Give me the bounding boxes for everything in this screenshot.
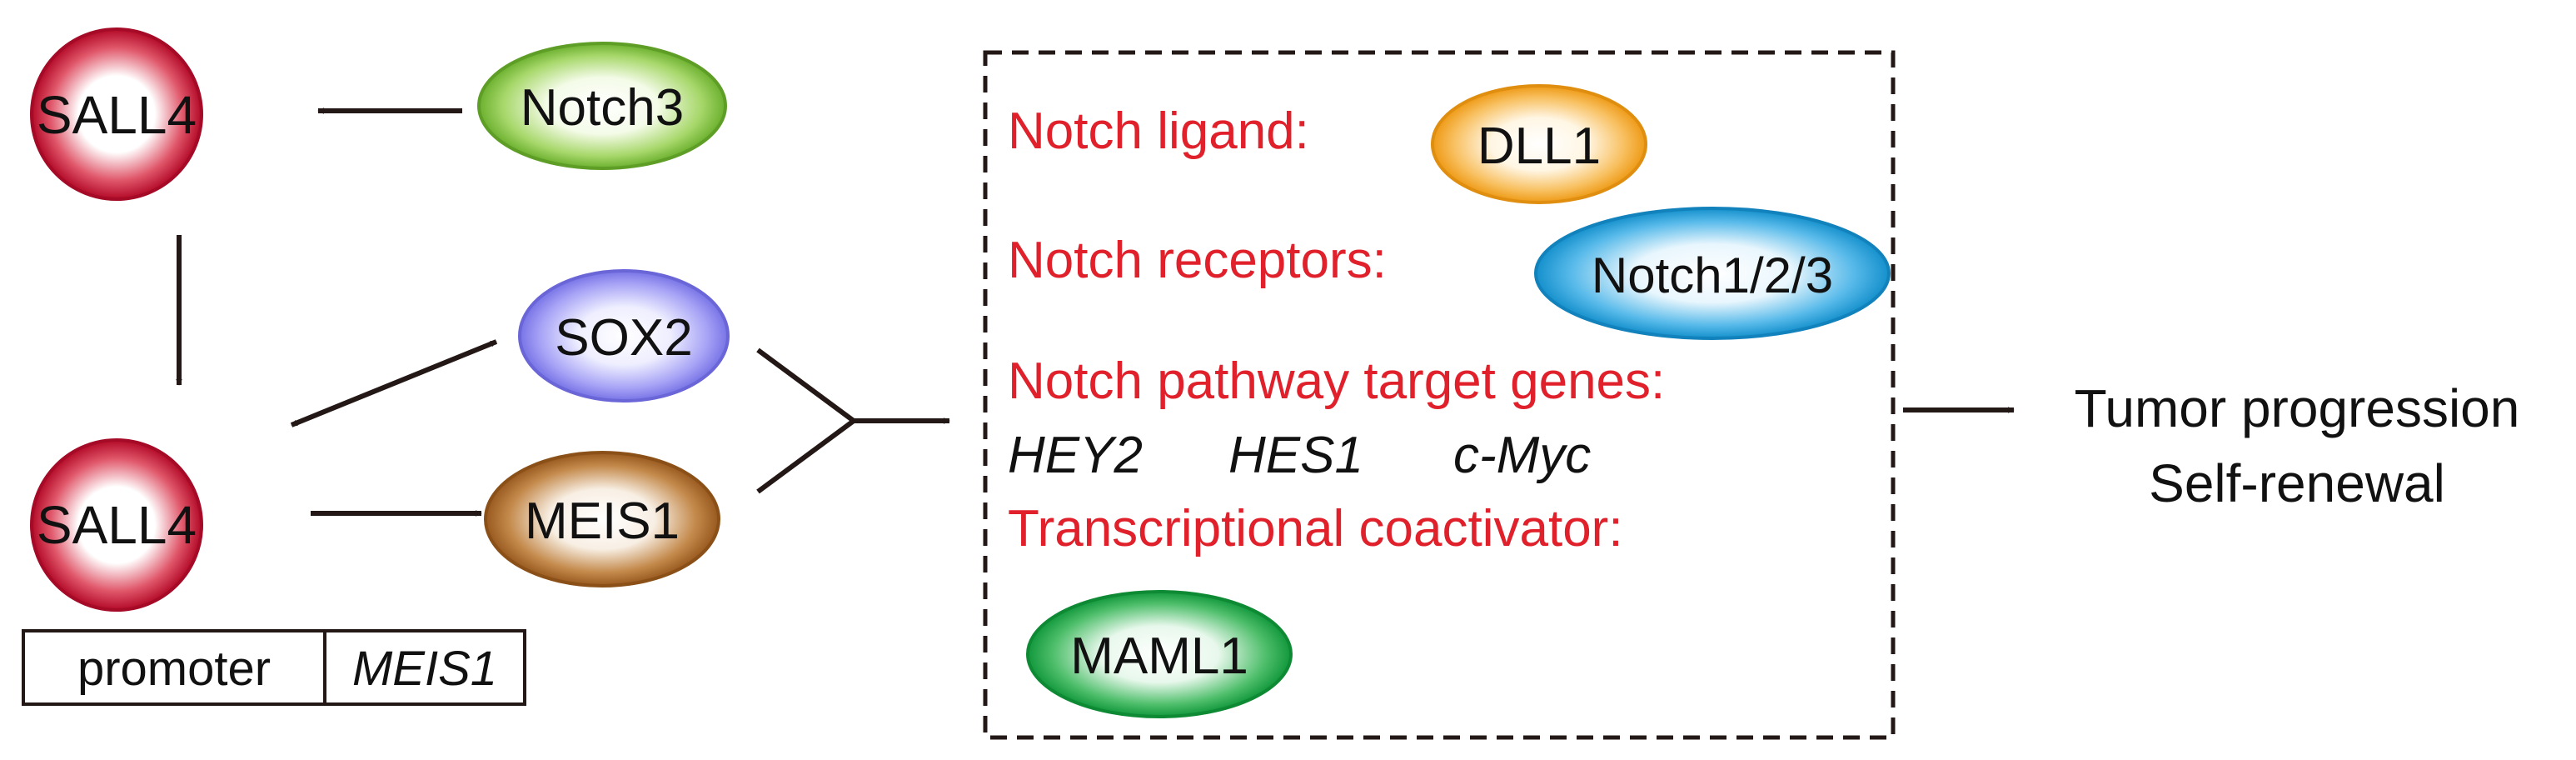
sall4-top-label: SALL4 — [37, 85, 197, 145]
notch3-label: Notch3 — [521, 79, 684, 137]
promoter-box — [22, 629, 326, 706]
target-gene-hey2: HEY2 — [1008, 427, 1143, 484]
promoter-label: promoter — [77, 642, 271, 696]
meis1-gene-label: MEIS1 — [352, 642, 497, 696]
receptors-label: Notch receptors: — [1008, 232, 1387, 289]
sox2-label: SOX2 — [555, 309, 692, 367]
notch3-node: Notch3 — [477, 42, 727, 170]
sall4-top-node: SALL4 — [30, 28, 203, 201]
converging-bracket — [756, 348, 859, 494]
maml1-label: MAML1 — [1070, 628, 1248, 685]
target-gene-hes1: HES1 — [1228, 427, 1363, 484]
sall4-bottom-label: SALL4 — [37, 495, 197, 555]
meis1-node: MEIS1 — [484, 451, 720, 588]
targets-label: Notch pathway target genes: — [1008, 352, 1665, 410]
meis1-gene-box — [323, 629, 526, 706]
gene-construct: promoter MEIS1 — [22, 629, 526, 706]
notch123-label: Notch1/2/3 — [1592, 248, 1833, 303]
outcome-self-renewal: Self-renewal — [2149, 453, 2445, 513]
dll1-label: DLL1 — [1477, 118, 1601, 175]
meis1-label: MEIS1 — [525, 492, 680, 550]
outcome-tumor-progression: Tumor progression — [2075, 378, 2520, 438]
target-gene-cmyc: c-Myc — [1453, 427, 1591, 484]
ligand-label: Notch ligand: — [1008, 102, 1309, 160]
dll1-node: DLL1 — [1431, 84, 1647, 204]
notch123-node: Notch1/2/3 — [1534, 207, 1891, 340]
sox2-node: SOX2 — [518, 269, 730, 402]
sall4-bottom-node: SALL4 — [30, 438, 203, 612]
arrow-sall4-sox2-bidirectional — [290, 339, 498, 428]
maml1-node: MAML1 — [1026, 590, 1293, 718]
coactivator-label: Transcriptional coactivator: — [1008, 500, 1623, 558]
notch-pathway-box — [983, 50, 1896, 740]
